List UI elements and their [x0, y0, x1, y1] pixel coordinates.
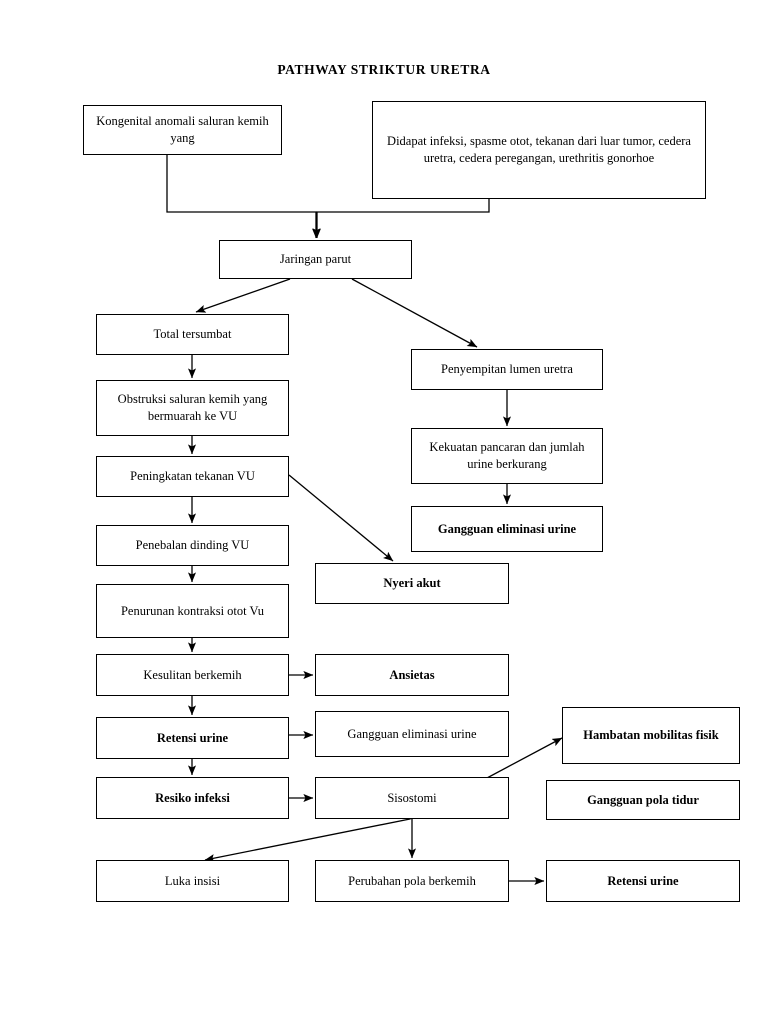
page-title: PATHWAY STRIKTUR URETRA: [277, 62, 491, 77]
node-label: Hambatan mobilitas fisik: [583, 728, 719, 743]
node-label: Nyeri akut: [383, 576, 441, 591]
node-label: Gangguan eliminasi urine: [347, 726, 477, 741]
node-label: Penurunan kontraksi otot Vu: [120, 603, 265, 618]
node-kongenital[interactable]: Kongenital anomali saluran kemih yang: [83, 105, 282, 155]
node-penebalan-dinding-vu[interactable]: Penebalan dinding VU: [96, 525, 289, 566]
node-gangguan-pola-tidur[interactable]: Gangguan pola tidur: [546, 780, 740, 820]
node-label: Kesulitan berkemih: [143, 667, 242, 682]
node-label: Gangguan eliminasi urine: [437, 521, 577, 536]
node-label: Jaringan parut: [279, 252, 352, 267]
node-kesulitan-berkemih[interactable]: Kesulitan berkemih: [96, 654, 289, 696]
node-label: Resiko infeksi: [155, 790, 230, 805]
node-label: Gangguan pola tidur: [587, 792, 699, 807]
node-peningkatan-tekanan-vu[interactable]: Peningkatan tekanan VU: [96, 456, 289, 497]
node-label: Obstruksi saluran kemih yang bermuarah k…: [117, 392, 268, 423]
node-gangguan-eliminasi-urine-2[interactable]: Gangguan eliminasi urine: [315, 711, 509, 757]
node-label: Peningkatan tekanan VU: [130, 469, 255, 484]
node-luka-insisi[interactable]: Luka insisi: [96, 860, 289, 902]
node-label: Total tersumbat: [153, 327, 232, 342]
node-ansietas[interactable]: Ansietas: [315, 654, 509, 696]
node-retensi-urine-1[interactable]: Retensi urine: [96, 717, 289, 759]
node-label: Luka insisi: [164, 873, 221, 888]
node-perubahan-pola-berkemih[interactable]: Perubahan pola berkemih: [315, 860, 509, 902]
node-penyempitan-lumen-uretra[interactable]: Penyempitan lumen uretra: [411, 349, 603, 390]
node-gangguan-eliminasi-urine-1[interactable]: Gangguan eliminasi urine: [411, 506, 603, 552]
edge-jaringan-total: [195, 278, 291, 313]
node-label: Sisostomi: [387, 790, 437, 805]
node-label: Didapat infeksi, spasme otot, tekanan da…: [387, 134, 691, 165]
node-label: Penyempitan lumen uretra: [441, 362, 573, 377]
node-label: Perubahan pola berkemih: [348, 873, 476, 888]
edge-jaringan-penyempitan: [351, 278, 478, 348]
edge-didapat-jaringan: [312, 199, 490, 239]
node-hambatan-mobilitas-fisik[interactable]: Hambatan mobilitas fisik: [562, 707, 740, 764]
node-penurunan-kontraksi-otot-vu[interactable]: Penurunan kontraksi otot Vu: [96, 584, 289, 638]
node-total-tersumbat[interactable]: Total tersumbat: [96, 314, 289, 355]
node-label: Retensi urine: [607, 873, 679, 888]
node-nyeri-akut[interactable]: Nyeri akut: [315, 563, 509, 604]
edge-peningkatan-nyeri: [288, 474, 394, 562]
node-label: Kekuatan pancaran dan jumlah urine berku…: [429, 440, 585, 471]
node-label: Penebalan dinding VU: [135, 538, 250, 553]
node-jaringan-parut[interactable]: Jaringan parut: [219, 240, 412, 279]
edge-kongenital-jaringan: [166, 155, 321, 239]
node-resiko-infeksi[interactable]: Resiko infeksi: [96, 777, 289, 819]
node-obstruksi-saluran-kemih[interactable]: Obstruksi saluran kemih yang bermuarah k…: [96, 380, 289, 436]
node-kekuatan-pancaran[interactable]: Kekuatan pancaran dan jumlah urine berku…: [411, 428, 603, 484]
edge-sisostomi-luka: [204, 818, 411, 863]
node-label: Ansietas: [389, 667, 435, 682]
node-sisostomi[interactable]: Sisostomi: [315, 777, 509, 819]
node-label: Kongenital anomali saluran kemih yang: [96, 114, 269, 145]
node-retensi-urine-2[interactable]: Retensi urine: [546, 860, 740, 902]
node-didapat[interactable]: Didapat infeksi, spasme otot, tekanan da…: [372, 101, 706, 199]
node-label: Retensi urine: [156, 730, 229, 745]
